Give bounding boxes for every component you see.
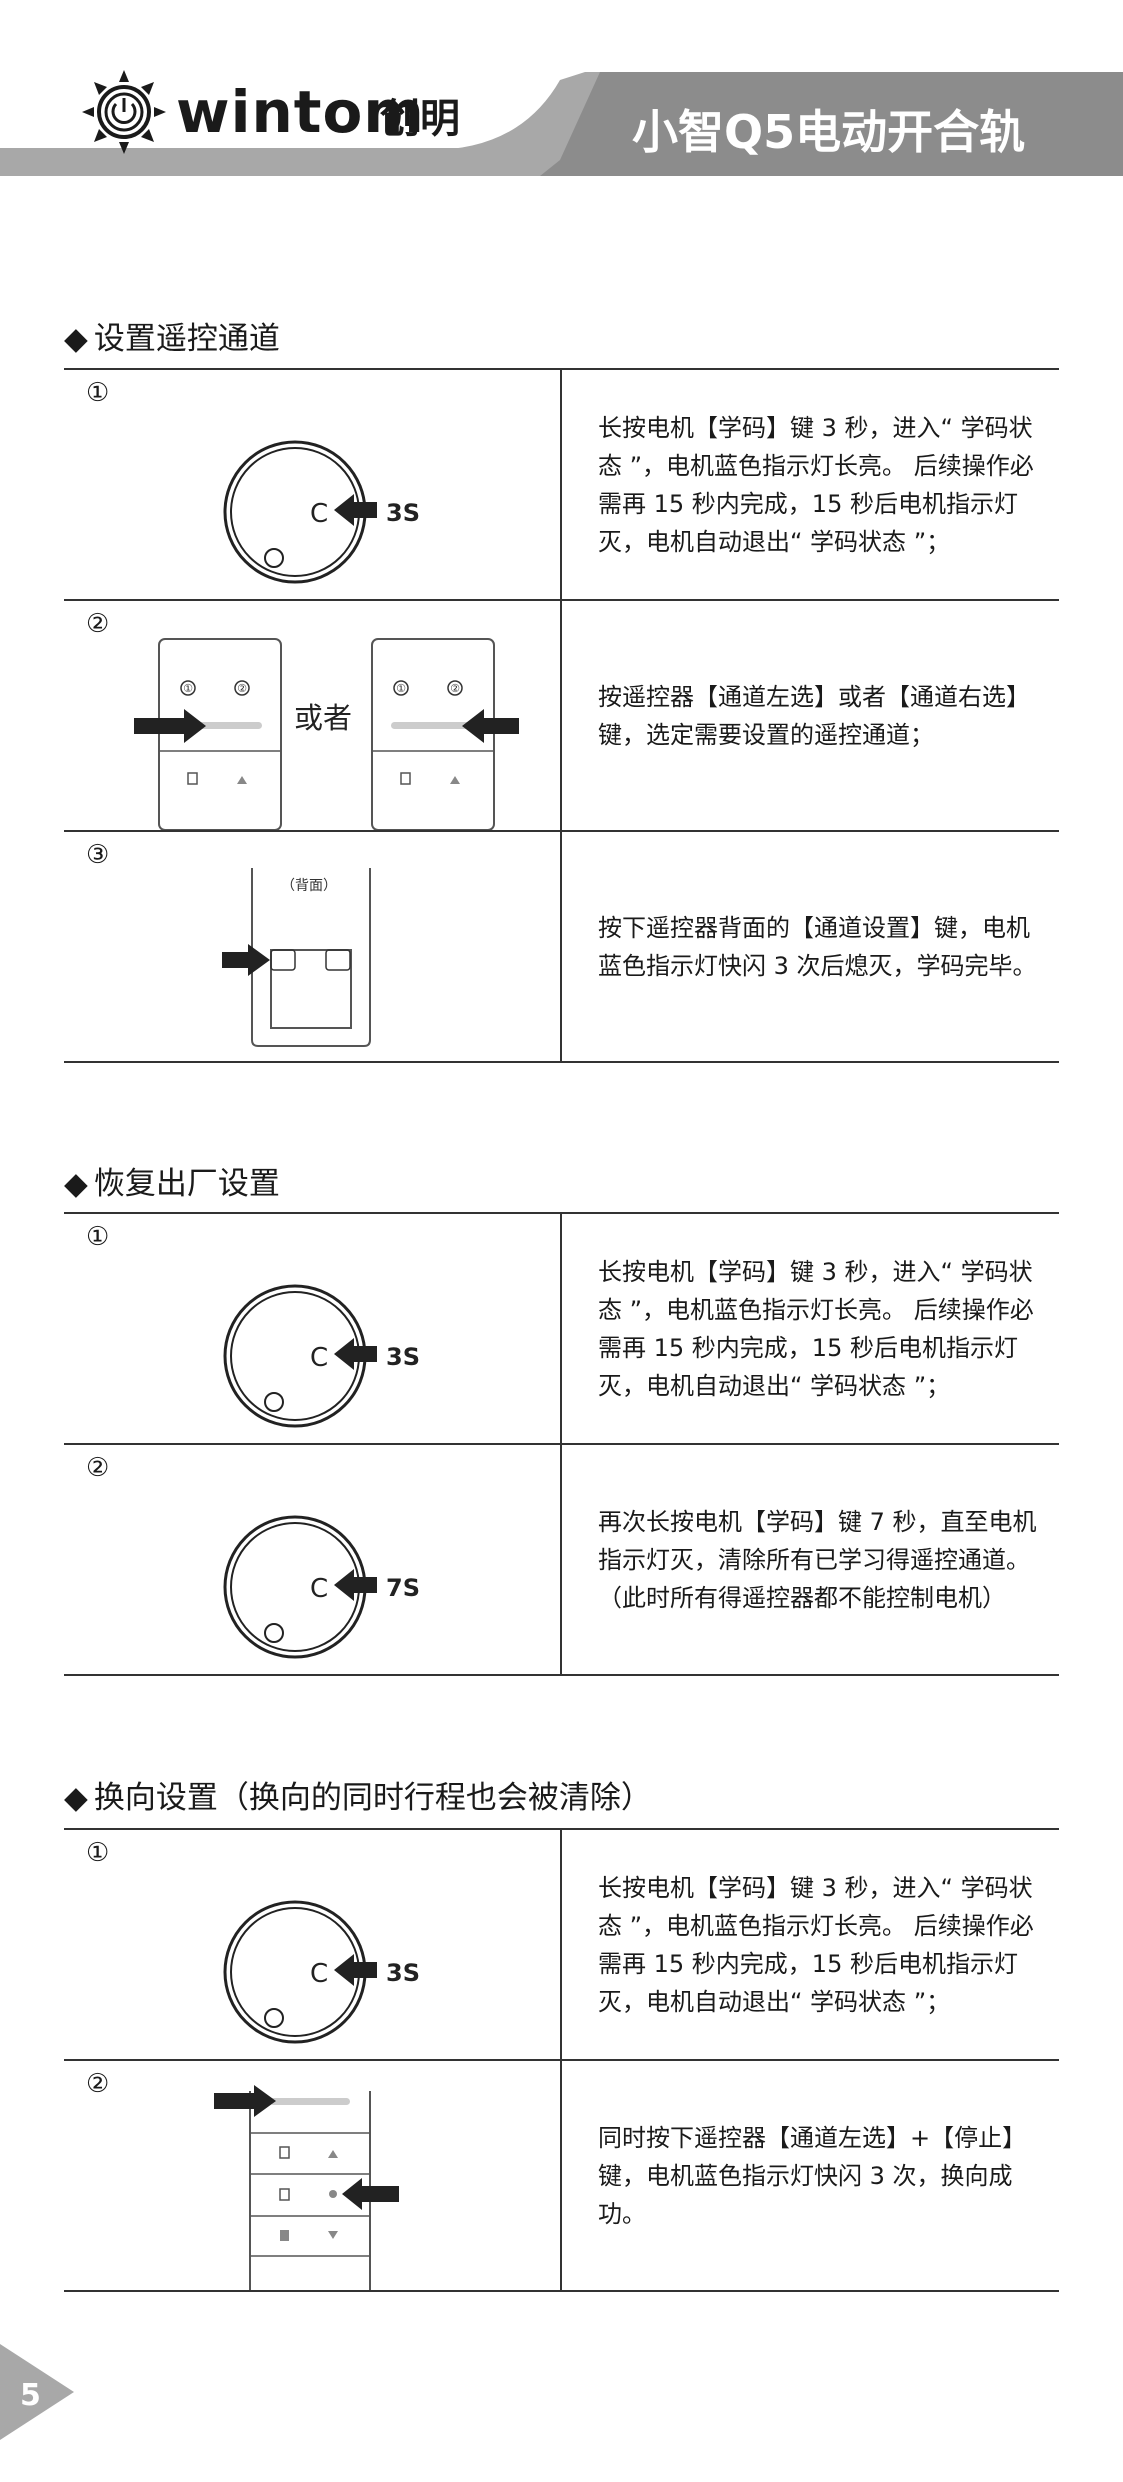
arrow-pointer-icon bbox=[462, 709, 519, 743]
hold-time-label: 7S bbox=[386, 1574, 420, 1602]
page-number: 5 bbox=[20, 2378, 41, 2413]
table-row: ③ （背面） 按下遥控器背面的【通道设置】键，电机蓝色指示灯快闪 3 次后熄灭，… bbox=[64, 832, 1059, 1063]
hold-time-label: 3S bbox=[386, 1343, 420, 1371]
arrow-pointer-icon bbox=[342, 2178, 399, 2210]
arrow-pointer-icon bbox=[134, 709, 206, 743]
svg-text:C: C bbox=[310, 1574, 328, 1604]
svg-text:C: C bbox=[310, 499, 328, 529]
table-row: ① C 3S 长按电机【学码】键 3 秒，进入“ 学码状态 ”，电机蓝色指示灯长… bbox=[64, 370, 1059, 601]
channel-one-label: ① bbox=[396, 682, 406, 695]
step-number: ② bbox=[86, 609, 110, 639]
motor-learn-button-diagram: C 3S bbox=[223, 1284, 420, 1428]
step-number: ② bbox=[86, 1453, 110, 1483]
step-number: ① bbox=[86, 378, 110, 408]
section-title-direction-reverse: ◆换向设置（换向的同时行程也会被清除） bbox=[64, 1780, 652, 1816]
diamond-bullet-icon: ◆ bbox=[64, 1780, 88, 1816]
diamond-bullet-icon: ◆ bbox=[64, 321, 88, 357]
sun-gear-logo-icon bbox=[82, 70, 166, 154]
svg-text:C: C bbox=[310, 1343, 328, 1373]
arrow-pointer-icon bbox=[334, 1338, 377, 1370]
section-title-channel-setup: ◆设置遥控通道 bbox=[64, 321, 280, 357]
svg-text:C: C bbox=[310, 1959, 328, 1989]
step-number: ③ bbox=[86, 840, 110, 870]
remote-channel-select-diagram: ① ② 或者 ① ② bbox=[134, 638, 519, 830]
channel-two-label: ② bbox=[237, 682, 247, 695]
remote-reverse-diagram bbox=[214, 2085, 399, 2290]
page-number-tab bbox=[0, 2344, 74, 2440]
step-description: 同时按下遥控器【通道左选】+【停止】键，电机蓝色指示灯快闪 3 次，换向成功。 bbox=[598, 2123, 1027, 2228]
step-number: ① bbox=[86, 1222, 110, 1252]
hold-time-label: 3S bbox=[386, 499, 420, 527]
step-number: ② bbox=[86, 2069, 110, 2099]
motor-learn-button-diagram: C 7S bbox=[223, 1515, 420, 1659]
table-channel-setup: ① C 3S 长按电机【学码】键 3 秒，进入“ 学码状态 ”，电机蓝色指示灯长… bbox=[64, 368, 1059, 1063]
hold-time-label: 3S bbox=[386, 1959, 420, 1987]
step-description: 按遥控器【通道左选】或者【通道右选】键，选定需要设置的遥控通道； bbox=[598, 682, 1030, 749]
header-background bbox=[0, 70, 1123, 176]
motor-learn-button-diagram: C 3S bbox=[223, 440, 420, 584]
table-row: ① C 3S 长按电机【学码】键 3 秒，进入“ 学码状态 ”，电机蓝色指示灯长… bbox=[64, 1214, 1059, 1445]
diamond-bullet-icon: ◆ bbox=[64, 1166, 88, 1202]
motor-learn-button-diagram: C 3S bbox=[223, 1900, 420, 2044]
arrow-pointer-icon bbox=[334, 494, 377, 526]
step-number: ① bbox=[86, 1838, 110, 1868]
arrow-pointer-icon bbox=[334, 1569, 377, 1601]
arrow-pointer-icon bbox=[214, 2085, 276, 2117]
table-row: ② C 7S 再次长按电机【学码】键 7 秒，直至电机指示灯灭，清除所有已学习得… bbox=[64, 1445, 1059, 1676]
step-description: 再次长按电机【学码】键 7 秒，直至电机指示灯灭，清除所有已学习得遥控通道。（此… bbox=[598, 1507, 1037, 1612]
step-description: 长按电机【学码】键 3 秒，进入“ 学码状态 ”，电机蓝色指示灯长亮。 后续操作… bbox=[598, 1257, 1034, 1400]
brand-name: wintom bbox=[176, 78, 425, 146]
channel-two-label: ② bbox=[450, 682, 460, 695]
table-factory-reset: ① C 3S 长按电机【学码】键 3 秒，进入“ 学码状态 ”，电机蓝色指示灯长… bbox=[64, 1212, 1059, 1676]
table-row: ② ① ② 或者 bbox=[64, 601, 1059, 832]
table-row: ① C 3S 长按电机【学码】键 3 秒，进入“ 学码状态 ”，电机蓝色指示灯长… bbox=[64, 1830, 1059, 2061]
arrow-pointer-icon bbox=[334, 1954, 377, 1986]
step-description: 长按电机【学码】键 3 秒，进入“ 学码状态 ”，电机蓝色指示灯长亮。 后续操作… bbox=[598, 413, 1034, 556]
channel-one-label: ① bbox=[183, 682, 193, 695]
section-title-factory-reset: ◆恢复出厂设置 bbox=[64, 1166, 280, 1202]
or-label: 或者 bbox=[294, 702, 352, 735]
remote-back-button-diagram: （背面） bbox=[222, 868, 371, 1047]
table-direction-reverse: ① C 3S 长按电机【学码】键 3 秒，进入“ 学码状态 ”，电机蓝色指示灯长… bbox=[64, 1828, 1059, 2292]
step-description: 长按电机【学码】键 3 秒，进入“ 学码状态 ”，电机蓝色指示灯长亮。 后续操作… bbox=[598, 1873, 1034, 2016]
back-side-label: （背面） bbox=[281, 878, 337, 894]
brand-chinese-name: 创明 bbox=[380, 96, 460, 142]
arrow-pointer-icon bbox=[222, 944, 270, 976]
step-description: 按下遥控器背面的【通道设置】键，电机蓝色指示灯快闪 3 次后熄灭，学码完毕。 bbox=[598, 913, 1037, 980]
table-row: ② 同时按下遥控器【通道左选】+【停止】键，电机蓝色指示灯快闪 3 bbox=[64, 2061, 1059, 2292]
product-title: 小智Q5电动开合轨 bbox=[632, 105, 1026, 159]
